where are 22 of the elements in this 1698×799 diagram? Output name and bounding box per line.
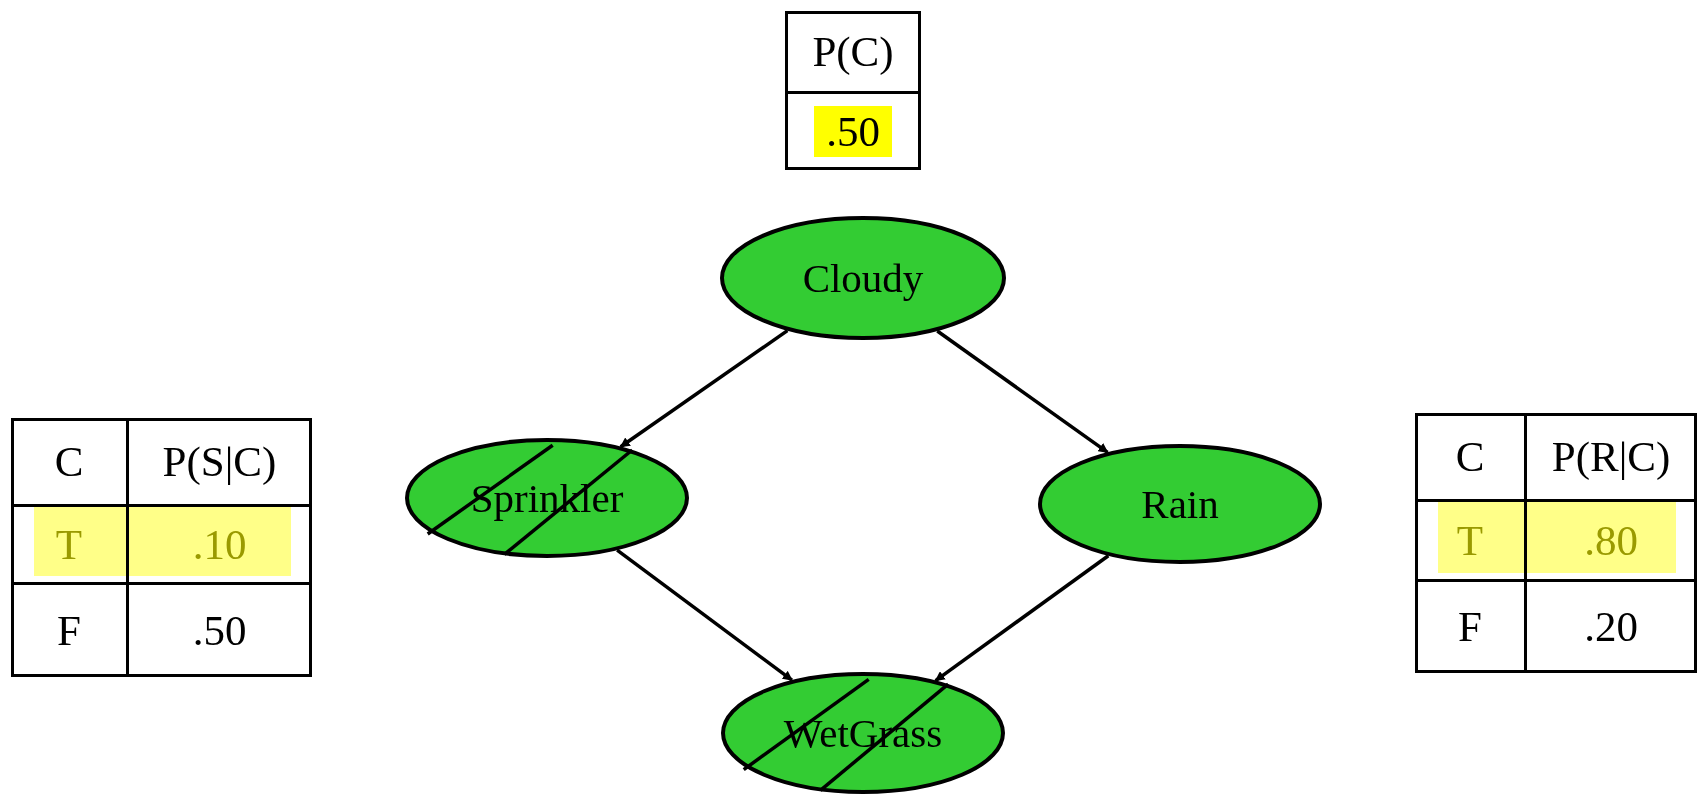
table-cell-text: F: [1457, 605, 1483, 648]
table-cell-text: T: [1455, 518, 1485, 562]
table-cell-text: C: [1454, 435, 1486, 478]
table-cell-text: P(S|C): [161, 440, 278, 483]
arrow: [619, 329, 789, 449]
arrow: [616, 548, 793, 682]
ellipse-node: [1038, 444, 1322, 564]
table-cell: .50: [814, 105, 892, 157]
table-cell-text: P(R|C): [1550, 435, 1672, 478]
table-cell-text: C: [53, 440, 85, 483]
table-cell-text: .50: [191, 608, 248, 652]
arrow: [934, 554, 1110, 682]
arrow: [936, 329, 1109, 454]
table-cell-text: F: [56, 608, 82, 652]
node-label: Cloudy: [802, 257, 924, 299]
table-cell-text: P(C): [811, 30, 895, 73]
ellipse-node: [720, 216, 1006, 340]
table-cell-text: .20: [1583, 605, 1639, 648]
table-cell-text: .10: [191, 522, 248, 566]
table-cell-text: T: [54, 522, 84, 566]
node-label: Rain: [1141, 483, 1219, 525]
table-cell-text: .80: [1583, 518, 1639, 562]
